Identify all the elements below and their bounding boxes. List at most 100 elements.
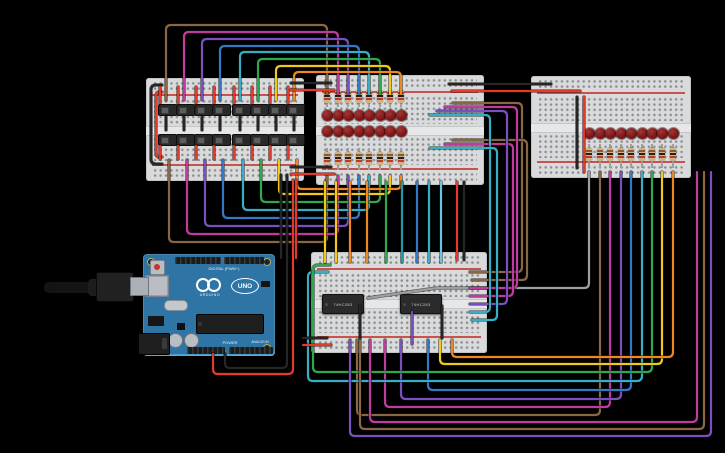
switch-knob[interactable] (289, 106, 297, 114)
switch-knob[interactable] (179, 136, 187, 144)
wire[interactable] (435, 109, 509, 306)
switch-knob[interactable] (253, 106, 261, 114)
input-led[interactable] (384, 125, 396, 137)
slide-switch-5[interactable] (232, 104, 251, 116)
atmega-chip[interactable] (196, 314, 264, 334)
wire[interactable] (383, 170, 612, 409)
input-led[interactable] (332, 125, 344, 137)
resistor[interactable] (345, 90, 351, 103)
input-led[interactable] (353, 109, 365, 121)
resistor[interactable] (597, 148, 603, 161)
wire[interactable] (348, 170, 713, 438)
wire[interactable] (426, 170, 633, 392)
resistor[interactable] (324, 90, 330, 103)
output-led[interactable] (625, 127, 637, 139)
resistor[interactable] (659, 148, 665, 161)
input-led[interactable] (342, 125, 354, 137)
input-led[interactable] (321, 125, 333, 137)
resistor[interactable] (356, 152, 362, 165)
wire[interactable] (182, 30, 340, 102)
output-led[interactable] (636, 127, 648, 139)
resistor[interactable] (345, 152, 351, 165)
wire[interactable] (450, 170, 675, 359)
resistor[interactable] (324, 152, 330, 165)
resistor[interactable] (398, 152, 404, 165)
output-led[interactable] (594, 127, 606, 139)
input-led[interactable] (321, 109, 333, 121)
wire[interactable] (428, 146, 499, 322)
wire[interactable] (358, 170, 706, 431)
wire[interactable] (438, 170, 664, 366)
wire[interactable] (256, 57, 382, 102)
switch-knob[interactable] (215, 136, 223, 144)
reset-button[interactable] (150, 260, 165, 275)
resistor[interactable] (628, 148, 634, 161)
output-led[interactable] (656, 127, 668, 139)
wire[interactable] (368, 170, 699, 424)
resistor[interactable] (377, 152, 383, 165)
input-led[interactable] (342, 109, 354, 121)
resistor[interactable] (356, 90, 362, 103)
wire[interactable] (274, 64, 392, 102)
digital-header-pins[interactable] (175, 257, 221, 264)
adder-ic-breadboard[interactable] (311, 252, 487, 353)
switch-knob[interactable] (197, 106, 205, 114)
wire[interactable] (428, 113, 492, 314)
wire[interactable] (443, 142, 515, 298)
switch-knob[interactable] (197, 136, 205, 144)
resistor[interactable] (335, 90, 341, 103)
switch-knob[interactable] (271, 136, 279, 144)
output-led[interactable] (615, 127, 627, 139)
output-led[interactable] (667, 127, 679, 139)
resistor[interactable] (387, 90, 393, 103)
wire[interactable] (149, 83, 164, 166)
wire[interactable] (164, 23, 329, 102)
input-led[interactable] (332, 109, 344, 121)
wire[interactable] (451, 138, 529, 282)
analog-header-pins[interactable] (229, 347, 273, 354)
adder-ic-2[interactable]: 74HC283 (400, 294, 442, 314)
power-jack[interactable] (138, 333, 170, 355)
input-led[interactable] (374, 109, 386, 121)
switch-knob[interactable] (289, 136, 297, 144)
resistor[interactable] (618, 148, 624, 161)
slide-switch-2[interactable] (176, 104, 195, 116)
input-led[interactable] (353, 125, 365, 137)
adder-ic-1[interactable]: 74HC283 (322, 294, 364, 314)
input-led[interactable] (363, 125, 375, 137)
power-header-pins[interactable] (187, 347, 225, 354)
input-led[interactable] (384, 109, 396, 121)
switch-knob[interactable] (235, 136, 243, 144)
resistor[interactable] (366, 152, 372, 165)
slide-switch-6[interactable] (250, 104, 269, 116)
wire[interactable] (306, 170, 644, 383)
wire[interactable] (292, 70, 403, 102)
wire[interactable] (211, 178, 295, 376)
wire[interactable] (259, 158, 382, 204)
input-led[interactable] (395, 109, 407, 121)
resistor[interactable] (335, 152, 341, 165)
switch-knob[interactable] (161, 106, 169, 114)
usb-cable[interactable] (44, 282, 102, 293)
wire[interactable] (154, 90, 164, 159)
input-led[interactable] (363, 109, 375, 121)
slide-switch-8[interactable] (286, 134, 305, 146)
resistor[interactable] (377, 90, 383, 103)
switch-knob[interactable] (253, 136, 261, 144)
switch-knob[interactable] (215, 106, 223, 114)
slide-switch-4[interactable] (212, 104, 231, 116)
digital-header-pins[interactable] (224, 257, 264, 264)
switch-knob[interactable] (235, 106, 243, 114)
resistor[interactable] (366, 90, 372, 103)
output-led[interactable] (646, 127, 658, 139)
slide-switch-4[interactable] (212, 134, 231, 146)
resistor[interactable] (607, 148, 613, 161)
resistor[interactable] (649, 148, 655, 161)
resistor[interactable] (387, 152, 393, 165)
wire[interactable] (223, 173, 289, 370)
output-led[interactable] (583, 127, 595, 139)
wire[interactable] (218, 44, 361, 102)
switch-knob[interactable] (271, 106, 279, 114)
wire[interactable] (238, 50, 371, 102)
wire[interactable] (311, 170, 654, 374)
